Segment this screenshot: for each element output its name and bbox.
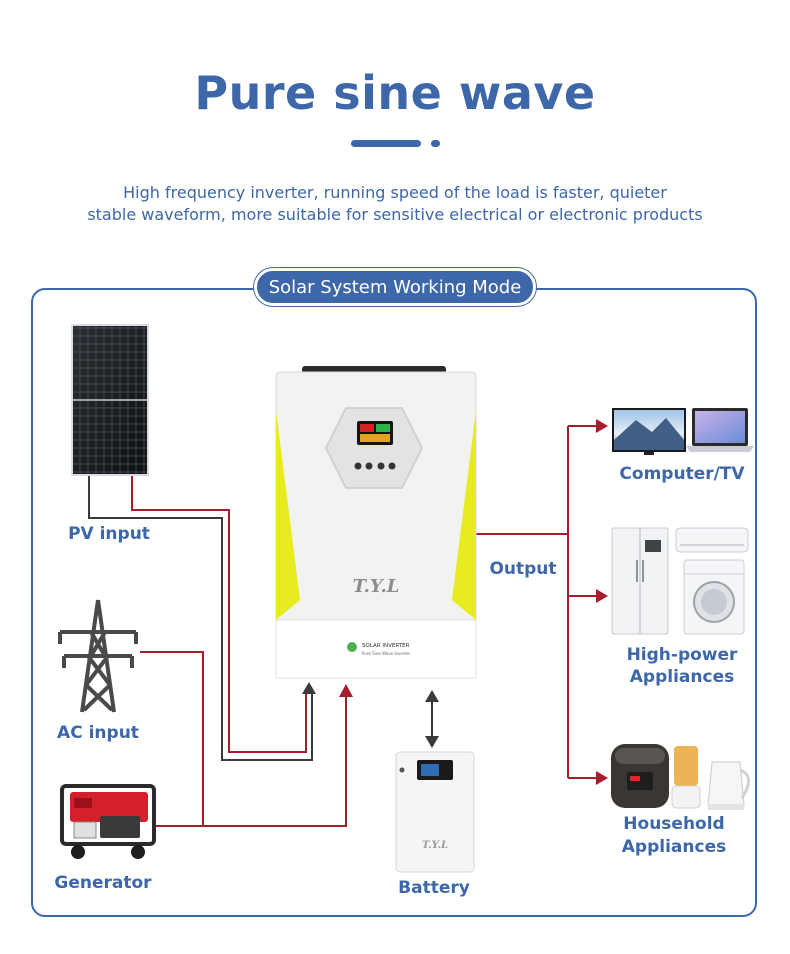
generator-icon bbox=[60, 784, 156, 859]
tv-icon bbox=[612, 408, 686, 455]
generator-label: Generator bbox=[54, 873, 152, 893]
pv-wires bbox=[88, 474, 313, 761]
battery-brand-logo: T.Y.L bbox=[422, 840, 448, 851]
air-conditioner-icon bbox=[675, 527, 749, 553]
output-label: Output bbox=[489, 559, 557, 579]
page-title: Pure sine wave bbox=[194, 66, 596, 120]
ac-input-arrowhead bbox=[339, 684, 353, 697]
output-wires bbox=[476, 425, 598, 779]
battery-link bbox=[425, 690, 439, 748]
arrow-to-high-power bbox=[596, 589, 608, 603]
battery-device bbox=[395, 751, 475, 873]
inverter-panel-label: SOLAR INVERTER bbox=[362, 643, 410, 649]
inverter-device bbox=[275, 366, 477, 679]
inverter-brand-logo: T.Y.L bbox=[353, 576, 400, 597]
washing-machine-icon bbox=[683, 559, 745, 635]
arrow-to-computer bbox=[596, 419, 608, 433]
pv-wire-dark bbox=[88, 474, 313, 761]
pv-input-arrowhead bbox=[302, 682, 316, 694]
blender-icon bbox=[671, 746, 701, 809]
refrigerator-icon bbox=[611, 527, 669, 635]
ac-wires bbox=[140, 651, 347, 827]
battery-label: Battery bbox=[398, 878, 470, 898]
laptop-icon bbox=[686, 408, 754, 452]
power-pylon-icon bbox=[58, 599, 138, 713]
ac-input-label: AC input bbox=[57, 723, 139, 743]
working-mode-badge: Solar System Working Mode bbox=[254, 268, 536, 306]
high-power-label-line-2: Appliances bbox=[629, 667, 735, 687]
solar-panel-icon bbox=[71, 324, 149, 476]
high-power-label-line-1: High-power bbox=[626, 645, 738, 665]
subtitle-line-2: stable waveform, more suitable for sensi… bbox=[87, 205, 703, 224]
computer-tv-label: Computer/TV bbox=[619, 464, 745, 484]
arrow-to-household bbox=[596, 771, 608, 785]
electric-kettle-icon bbox=[707, 761, 750, 810]
rice-cooker-icon bbox=[611, 744, 669, 808]
household-label-line-2: Appliances bbox=[621, 837, 727, 857]
household-label-line-1: Household bbox=[623, 814, 725, 834]
title-underline bbox=[351, 140, 421, 147]
pv-wire-red bbox=[131, 474, 307, 753]
subtitle-line-1: High frequency inverter, running speed o… bbox=[123, 183, 667, 202]
inverter-panel-sublabel: Pure Sine Wave Inverter bbox=[362, 651, 411, 656]
pv-input-label: PV input bbox=[68, 524, 150, 544]
title-underline-dot bbox=[431, 140, 440, 147]
